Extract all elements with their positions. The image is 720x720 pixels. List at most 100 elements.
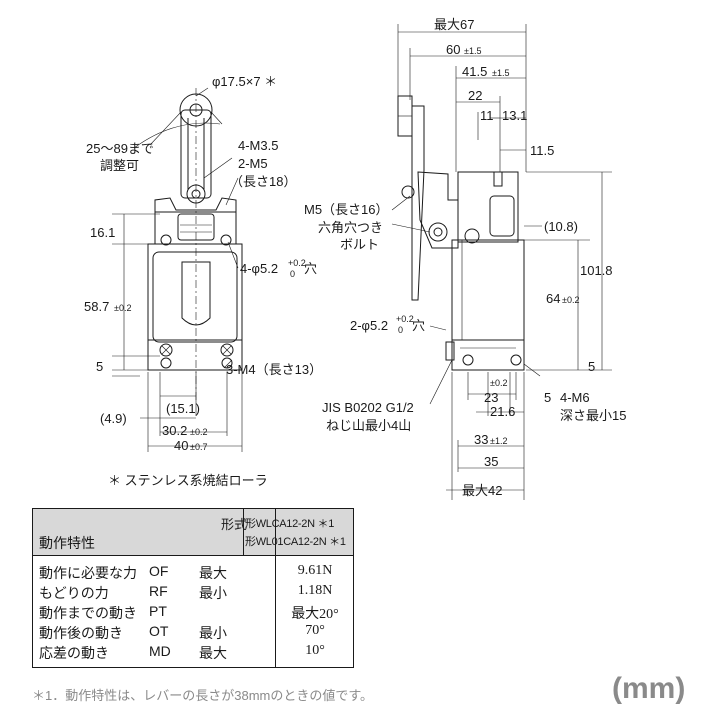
label-5a: 5 (588, 359, 595, 374)
label-hole-sub: 0 (290, 269, 295, 279)
label-hole-sup: +0.2 (288, 258, 306, 268)
label-35: 35 (484, 454, 498, 469)
label-m5a: M5（長さ16） (304, 202, 389, 217)
row-abbr: OF (149, 563, 169, 579)
spec-row: もどりの力 RF 最小 1.18N (33, 583, 353, 603)
label-33tol: ±1.2 (490, 436, 507, 446)
label-angle2: 調整可 (100, 158, 139, 173)
label-22: 22 (468, 88, 482, 103)
header-form: 形式 (221, 517, 248, 532)
label-11: 11 (480, 108, 494, 123)
head-top (154, 197, 237, 213)
label-roller: φ17.5×7 ＊ (212, 74, 277, 89)
label-hole2: 2-φ5.2 (350, 318, 388, 333)
angle-arc (133, 122, 221, 149)
label-1018: 101.8 (580, 263, 613, 278)
row-name: 動作に必要な力 (39, 565, 137, 581)
row-value: 9.61N (297, 563, 333, 578)
side-body (451, 239, 525, 341)
label-angle1: 25～89まで (86, 141, 154, 156)
label-jis2: ねじ山最小4山 (326, 418, 411, 433)
label-587tol: ±0.2 (114, 303, 131, 313)
spec-row: 応差の動き MD 最大 10° (33, 643, 353, 663)
model-1: 形WLCA12-2N ＊1 (245, 518, 335, 530)
spec-row: 動作に必要な力 OF 最大 9.61N (33, 563, 353, 583)
switch-base (147, 339, 243, 371)
spec-table: 動作特性 形式 形WLCA12-2N ＊1 形WL01CA12-2N ＊1 動作… (32, 508, 354, 668)
footnote: ＊1．動作特性は、レバーの長さが38mmのときの値です。 (32, 688, 374, 703)
label-415tol: ±1.5 (492, 68, 509, 78)
label-m4: 3-M4（長さ13） (226, 362, 322, 377)
label-hole: 4-φ5.2 (240, 261, 278, 276)
label-161: 16.1 (90, 225, 115, 240)
label-5: 5 (96, 359, 103, 374)
label-max42: 最大42 (462, 483, 502, 498)
unit-label: (mm) (612, 672, 686, 705)
label-40tol: ±0.7 (190, 442, 207, 452)
label-5b: 5 (544, 390, 551, 405)
label-302tol: ±0.2 (190, 427, 207, 437)
label-hole-suffix: 穴 (304, 261, 317, 276)
front-view: φ17.5×7 ＊ 25～89まで 調整可 4-M3.5 2-M5 （長さ18）… (84, 74, 322, 453)
roller-note: ＊ ステンレス系焼結ローラ (108, 473, 268, 488)
label-108: (10.8) (544, 219, 578, 234)
row-name: もどりの力 (39, 585, 109, 601)
row-name: 動作後の動き (39, 625, 123, 641)
label-02: ±0.2 (490, 378, 507, 388)
row-limit: 最小 (199, 625, 227, 641)
model-2: 形WL01CA12-2N ＊1 (245, 536, 346, 548)
row-value: 70° (305, 623, 325, 638)
label-23: 23 (484, 390, 498, 405)
label-115: 11.5 (530, 143, 554, 158)
label-302: 30.2 (162, 423, 187, 438)
label-131: 13.1 (502, 108, 527, 123)
label-m6a: 4-M6 (560, 390, 590, 405)
label-m5: 2-M5 (238, 156, 268, 171)
row-abbr: PT (149, 603, 167, 619)
side-view: 最大67 60 ±1.5 41.5 ±1.5 22 11 13.1 11.5 M… (304, 17, 626, 500)
row-abbr: RF (149, 583, 168, 599)
spec-row: 動作までの動き PT 最大20° (33, 603, 353, 623)
label-587: 58.7 (84, 299, 109, 314)
body-slot (181, 261, 211, 326)
label-hole2-sub: 0 (398, 325, 403, 335)
label-m35: 4-M3.5 (238, 138, 278, 153)
label-m5c: ボルト (340, 237, 379, 252)
label-64tol: ±0.2 (562, 295, 579, 305)
label-415: 41.5 (462, 64, 487, 79)
label-60: 60 (446, 42, 460, 57)
label-49: (4.9) (100, 411, 127, 426)
header-characteristics: 動作特性 (39, 535, 95, 551)
head-body (154, 211, 237, 245)
label-216: 21.6 (490, 404, 515, 419)
label-max67: 最大67 (434, 17, 474, 32)
row-name: 応差の動き (39, 645, 109, 661)
row-abbr: OT (149, 623, 169, 639)
side-lever (411, 105, 425, 301)
label-33: 33 (474, 432, 488, 447)
row-limit: 最大 (199, 565, 227, 581)
spec-table-header: 動作特性 形式 形WLCA12-2N ＊1 形WL01CA12-2N ＊1 (33, 509, 353, 556)
row-name: 動作までの動き (39, 605, 137, 621)
label-m5len: （長さ18） (230, 174, 296, 189)
side-head-cap (457, 171, 519, 243)
label-m6b: 深さ最小15 (560, 408, 626, 423)
roller-outer (179, 93, 213, 127)
label-m5b: 六角穴つき (318, 220, 383, 235)
row-value: 最大20° (291, 607, 339, 622)
label-hole2-sup: +0.2 (396, 314, 414, 324)
label-hole2-suffix: 穴 (412, 318, 425, 333)
row-value: 1.18N (297, 583, 333, 598)
label-jis1: JIS B0202 G1/2 (322, 400, 414, 415)
label-64: 64 (546, 291, 560, 306)
side-base (451, 339, 525, 371)
label-60tol: ±1.5 (464, 46, 481, 56)
label-151: (15.1) (166, 401, 200, 416)
row-abbr: MD (149, 643, 171, 659)
label-40: 40 (174, 438, 188, 453)
side-head (417, 171, 459, 249)
row-value: 10° (305, 643, 325, 658)
row-limit: 最小 (199, 585, 227, 601)
row-limit: 最大 (199, 645, 227, 661)
